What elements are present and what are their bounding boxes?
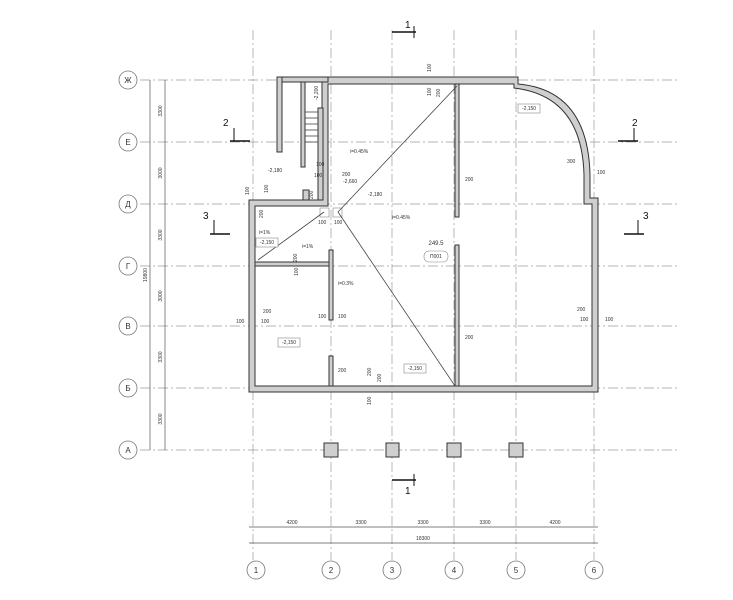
row-axis-bubbles: Ж Е Д Г В Б А (118, 70, 138, 460)
slope-lines (257, 85, 458, 387)
thickness-mark: 100 (605, 317, 614, 323)
thickness-mark: 100 (427, 63, 433, 72)
dim-bottom: 3300 (417, 520, 428, 526)
dim-total-left: 19800 (143, 268, 149, 282)
axis-label: Б (125, 384, 130, 393)
thickness-mark: 100 (334, 220, 343, 226)
section-3-right-label: 3 (643, 211, 649, 222)
columns-axis-a (323, 442, 524, 458)
thickness-mark: 200 (342, 172, 351, 178)
section-2-left-label: 2 (223, 118, 229, 129)
level-mark: -2,150 (282, 340, 296, 346)
thickness-mark: 100 (314, 173, 323, 179)
thickness-mark: 300 (567, 159, 576, 165)
dim-left: 3300 (158, 105, 164, 116)
axis-label: Е (125, 138, 130, 147)
axis-label: Д (125, 200, 131, 209)
column-axis-bubbles: 1 2 3 4 5 6 (246, 560, 604, 580)
thickness-mark: 100 (261, 319, 270, 325)
level-mark: -2,200 (314, 86, 320, 100)
room-label: 249.5 П001 (423, 241, 449, 263)
level-marks: -2,150 -2,150 -2,150 -2,150 -2,180 -2,18… (255, 86, 541, 374)
thickness-mark: 100 (294, 267, 300, 276)
dim-bottom: 4200 (549, 520, 560, 526)
walls (248, 76, 599, 393)
level-mark: -2,150 (522, 106, 536, 112)
thickness-mark: 200 (263, 309, 272, 315)
slope-label: i=0.3% (338, 281, 354, 287)
dim-left: 3300 (158, 351, 164, 362)
section-1-bottom-label: 1 (405, 486, 411, 497)
thickness-mark: 100 (318, 314, 327, 320)
slope-label: i=0.45% (392, 215, 411, 221)
axis-label: 3 (390, 566, 395, 575)
slope-label: i=1% (302, 244, 314, 250)
axis-label: 5 (514, 566, 519, 575)
thickness-mark: 200 (367, 367, 373, 376)
thickness-mark: 100 (338, 314, 347, 320)
axis-label: А (125, 446, 131, 455)
thickness-mark: 100 (316, 162, 325, 168)
thickness-mark: 100 (597, 170, 606, 176)
thickness-mark: 200 (436, 88, 442, 97)
slope-labels: i=0.45% i=0.45% i=1% i=1% i=0.3% (259, 149, 411, 287)
dim-left: 3000 (158, 167, 164, 178)
thickness-mark: 100 (367, 396, 373, 405)
level-mark: -2,150 (408, 366, 422, 372)
stair-steps (305, 111, 318, 143)
section-markers: 1 1 2 2 3 3 (203, 20, 649, 497)
axis-label: 1 (254, 566, 259, 575)
thickness-mark: 100 (427, 87, 433, 96)
dim-bottom: 3300 (355, 520, 366, 526)
thickness-mark: 100 (580, 317, 589, 323)
thickness-mark: 200 (338, 368, 347, 374)
axis-label: 6 (592, 566, 597, 575)
thickness-mark: 100 (318, 220, 327, 226)
level-mark: -2,660 (343, 179, 357, 185)
thickness-mark: 100 (245, 186, 251, 195)
thickness-mark: 200 (465, 177, 474, 183)
thickness-mark: 200 (293, 253, 299, 262)
level-mark: -2,150 (260, 240, 274, 246)
slope-label: i=1% (259, 230, 271, 236)
dim-bottom: 3300 (479, 520, 490, 526)
section-3-left-label: 3 (203, 211, 209, 222)
bottom-dimensions: 4200 3300 3300 3300 4200 18300 (249, 520, 598, 544)
dim-left: 3000 (158, 290, 164, 301)
thickness-mark: 200 (377, 373, 383, 382)
axis-label: Г (126, 262, 131, 271)
thickness-mark: 200 (577, 307, 586, 313)
section-2-right-label: 2 (632, 118, 638, 129)
left-dimensions: 19800 3300 3000 3300 3000 3300 3300 (143, 80, 166, 450)
level-mark: -2,180 (268, 168, 282, 174)
thickness-mark: 200 (259, 209, 265, 218)
thickness-mark: 100 (264, 184, 270, 193)
dim-bottom-total: 18300 (416, 536, 430, 542)
room-tag: П001 (430, 254, 442, 260)
axis-label: Ж (124, 76, 132, 85)
thickness-mark: 100 (236, 319, 245, 325)
dim-left: 3300 (158, 413, 164, 424)
dim-bottom: 4200 (286, 520, 297, 526)
thickness-marks: 200 200 300 100 200 100 100 100 100 200 … (236, 63, 614, 405)
axis-label: В (125, 322, 130, 331)
axis-label: 4 (452, 566, 457, 575)
slope-label: i=0.45% (350, 149, 369, 155)
level-mark: -2,180 (368, 192, 382, 198)
room-area: 249.5 (428, 241, 444, 247)
dim-left: 3300 (158, 229, 164, 240)
section-1-top-label: 1 (405, 20, 411, 31)
thickness-mark: 200 (465, 335, 474, 341)
thickness-mark: 200 (309, 190, 315, 199)
axis-label: 2 (329, 566, 334, 575)
